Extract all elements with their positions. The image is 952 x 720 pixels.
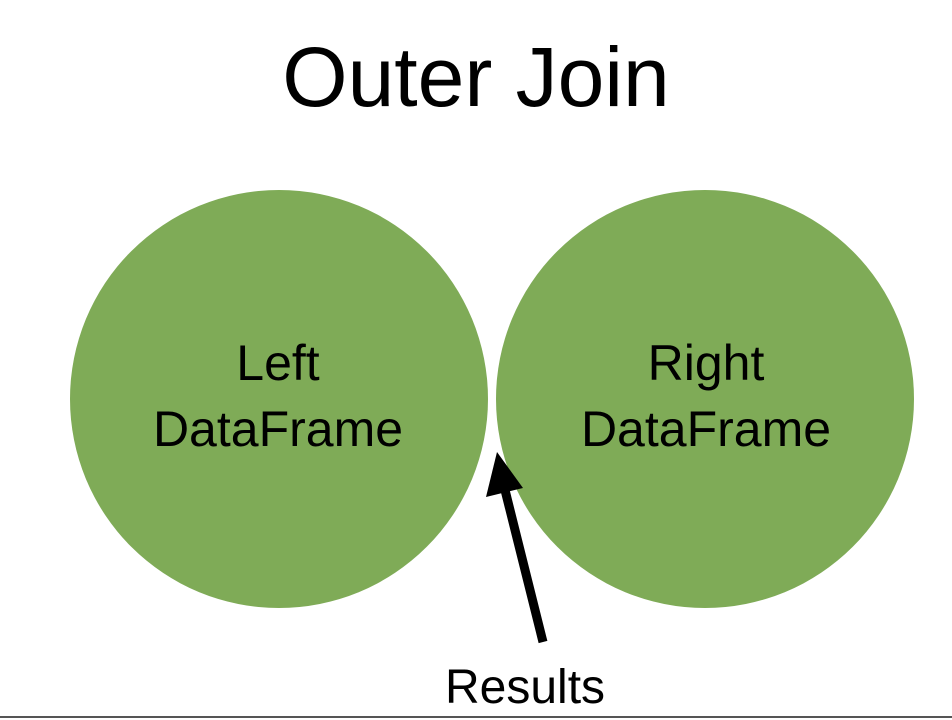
results-label: Results	[444, 661, 606, 714]
diagram-title: Outer Join	[282, 30, 670, 124]
right-label-line1: Right	[647, 335, 765, 391]
left-label-line1: Left	[236, 335, 320, 391]
right-dataframe-label: Right DataFrame	[526, 330, 886, 462]
results-arrow-head	[486, 452, 523, 497]
right-label-line2: DataFrame	[580, 401, 832, 457]
right-dataframe-circle	[496, 190, 914, 608]
left-label-line2: DataFrame	[152, 401, 404, 457]
left-dataframe-label: Left DataFrame	[98, 330, 458, 462]
results-arrow-shaft	[500, 488, 548, 644]
bottom-divider	[0, 716, 952, 718]
left-dataframe-circle	[70, 190, 488, 608]
